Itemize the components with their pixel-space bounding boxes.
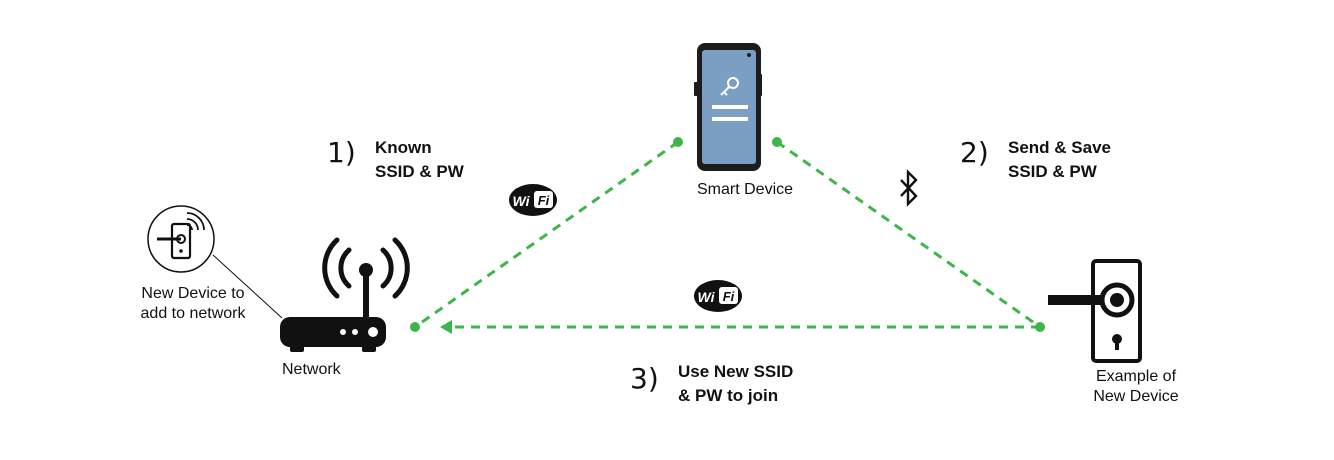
step-3-number: 3) <box>630 362 659 395</box>
router-icon <box>280 237 410 352</box>
step-3-line2: & PW to join <box>678 386 779 405</box>
step-1-line1: Known <box>375 138 432 157</box>
wifi-badge-fi: Fi <box>538 193 550 208</box>
wifi-badge-fi: Fi <box>723 289 735 304</box>
callout-line <box>212 254 283 319</box>
step-3-line1: Use New SSID <box>678 362 794 381</box>
wifi-badge-wi: Wi <box>513 193 531 209</box>
new-device-label: New Device to add to network <box>132 284 254 324</box>
bluetooth-icon <box>900 169 918 207</box>
endpoint-dot-router <box>410 322 420 332</box>
new-device-line1: New Device to <box>141 285 245 302</box>
arrow-head-to-router <box>440 320 452 334</box>
endpoint-dot-phone-left <box>673 137 683 147</box>
link-phone-to-device <box>776 140 1041 329</box>
step-2-number: 2) <box>960 136 989 169</box>
example-device-label: Example of New Device <box>1085 367 1187 407</box>
step-2-line1: Send & Save <box>1008 138 1111 157</box>
step-1-text: Known SSID & PW <box>375 136 464 184</box>
endpoint-dot-device <box>1035 322 1045 332</box>
wifi-logo-icon: Wi Fi <box>694 280 742 312</box>
door-lock-icon <box>1048 259 1142 363</box>
step-2-text: Send & Save SSID & PW <box>1008 136 1111 184</box>
step-3-text: Use New SSID & PW to join <box>678 360 793 408</box>
key-icon <box>720 77 739 96</box>
smart-device-label: Smart Device <box>697 181 794 198</box>
endpoint-dot-phone-right <box>772 137 782 147</box>
wifi-badge-wi: Wi <box>698 289 716 305</box>
step-1-line2: SSID & PW <box>375 162 464 181</box>
link-phone-to-router <box>414 140 679 329</box>
network-label: Network <box>282 361 341 378</box>
smartphone-icon <box>694 43 762 171</box>
wifi-logo-icon: Wi Fi <box>509 184 557 216</box>
new-device-circle-icon <box>147 205 215 273</box>
example-device-line2: New Device <box>1093 388 1179 405</box>
example-device-line1: Example of <box>1095 368 1177 385</box>
new-device-line2: add to network <box>140 305 246 322</box>
step-2-line2: SSID & PW <box>1008 162 1097 181</box>
step-1-number: 1) <box>327 136 356 169</box>
